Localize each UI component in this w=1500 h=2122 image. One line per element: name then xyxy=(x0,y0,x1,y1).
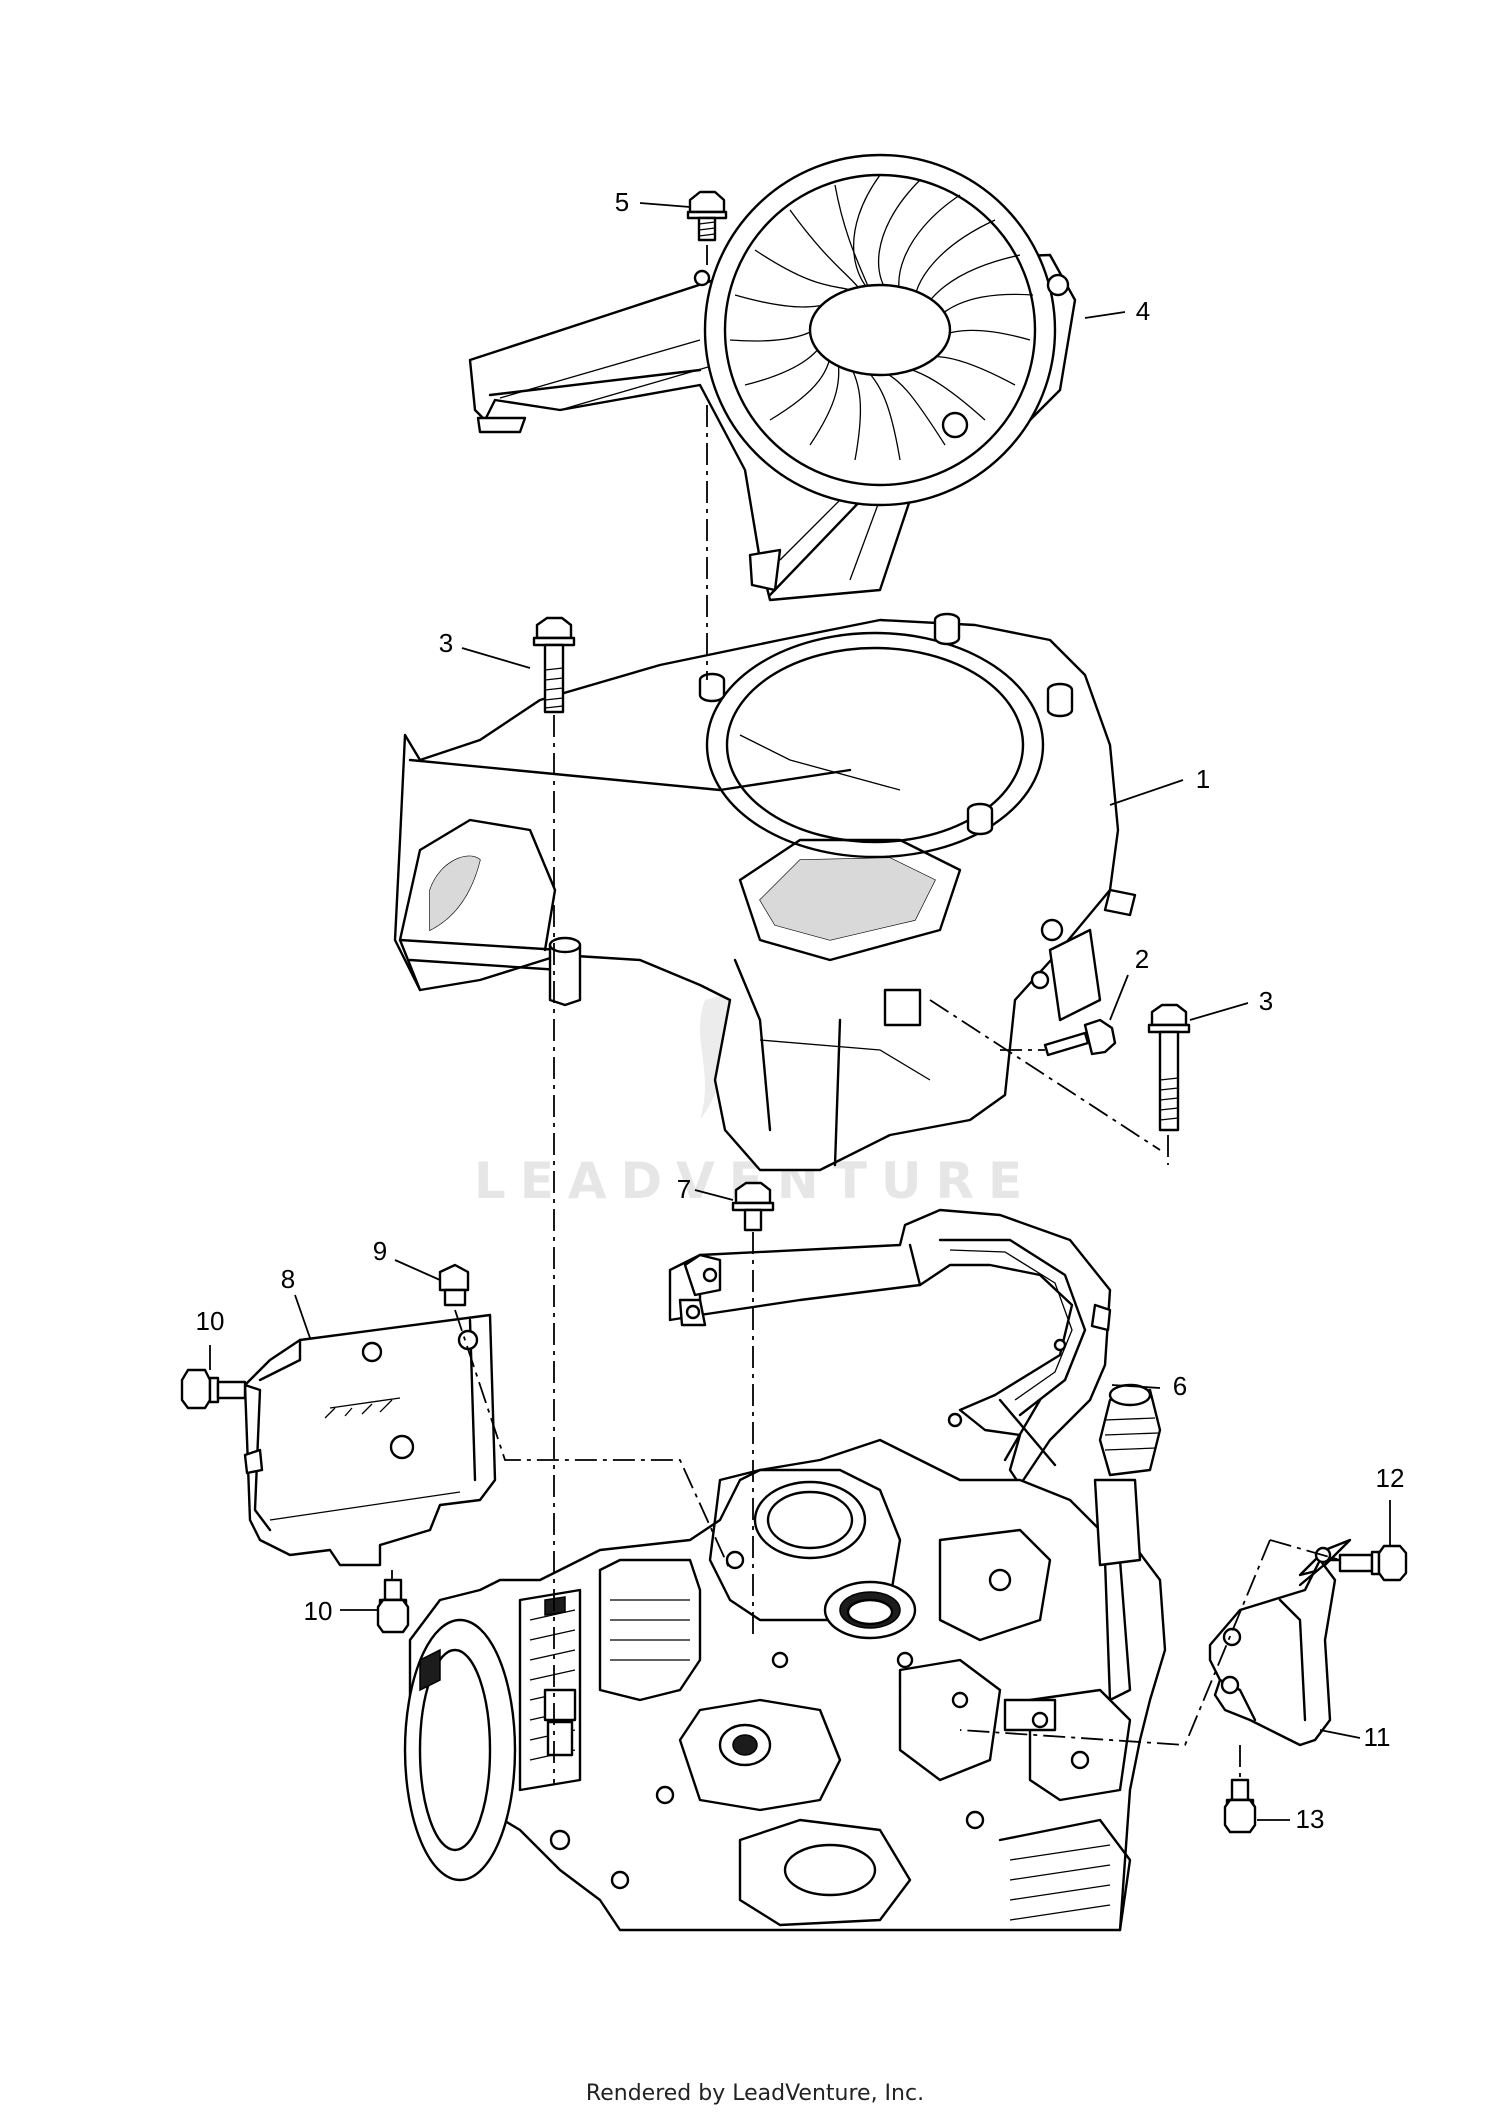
callout-4: 4 xyxy=(1136,296,1150,326)
leader-lines xyxy=(209,202,1391,1821)
bolt-5[interactable] xyxy=(686,190,728,242)
part-11-right-cover[interactable] xyxy=(1208,1538,1352,1747)
bolt-3-upper[interactable] xyxy=(532,616,576,714)
bolt-2[interactable] xyxy=(1043,1018,1117,1057)
part-8-left-cover[interactable] xyxy=(243,1313,497,1567)
callout-11: 11 xyxy=(1364,1722,1391,1752)
callout-8: 8 xyxy=(281,1264,295,1294)
part-6-air-guide[interactable] xyxy=(668,1208,1112,1487)
bolt-10-left[interactable] xyxy=(180,1368,247,1410)
callouts: 5 4 3 1 2 3 7 9 8 10 6 12 10 11 13 xyxy=(196,187,1405,1834)
callout-10-lower: 10 xyxy=(304,1596,333,1626)
callout-7: 7 xyxy=(677,1174,691,1204)
callout-5: 5 xyxy=(615,187,629,217)
engine-block xyxy=(403,1383,1167,1932)
callout-3-lower: 3 xyxy=(1259,986,1273,1016)
bolt-13[interactable] xyxy=(1223,1778,1257,1834)
callout-2: 2 xyxy=(1135,944,1149,974)
part-1-blower-housing[interactable] xyxy=(393,612,1137,1172)
alignment-lines xyxy=(391,245,1341,1785)
bolt-9[interactable] xyxy=(438,1263,470,1307)
callout-13: 13 xyxy=(1296,1804,1325,1834)
callout-10-left: 10 xyxy=(196,1306,225,1336)
cooling-fins-right xyxy=(1009,1844,1111,1921)
callout-1: 1 xyxy=(1196,764,1210,794)
bolt-12[interactable] xyxy=(1338,1544,1408,1582)
bolt-10-lower[interactable] xyxy=(376,1578,410,1634)
part-4-flywheel-shroud[interactable] xyxy=(468,153,1077,602)
callout-9: 9 xyxy=(373,1236,387,1266)
callout-12: 12 xyxy=(1376,1463,1405,1493)
footer-credit: Rendered by LeadVenture, Inc. xyxy=(586,2081,924,2106)
callout-6: 6 xyxy=(1173,1371,1187,1401)
callout-3-upper: 3 xyxy=(439,628,453,658)
housing-bosses xyxy=(698,612,1074,836)
bolt-7[interactable] xyxy=(731,1181,775,1232)
cover-8-marking xyxy=(324,1397,401,1419)
bolt-3-lower[interactable] xyxy=(1147,1003,1191,1132)
cooling-fins-left xyxy=(518,1588,582,1792)
fasteners xyxy=(180,190,1408,1834)
